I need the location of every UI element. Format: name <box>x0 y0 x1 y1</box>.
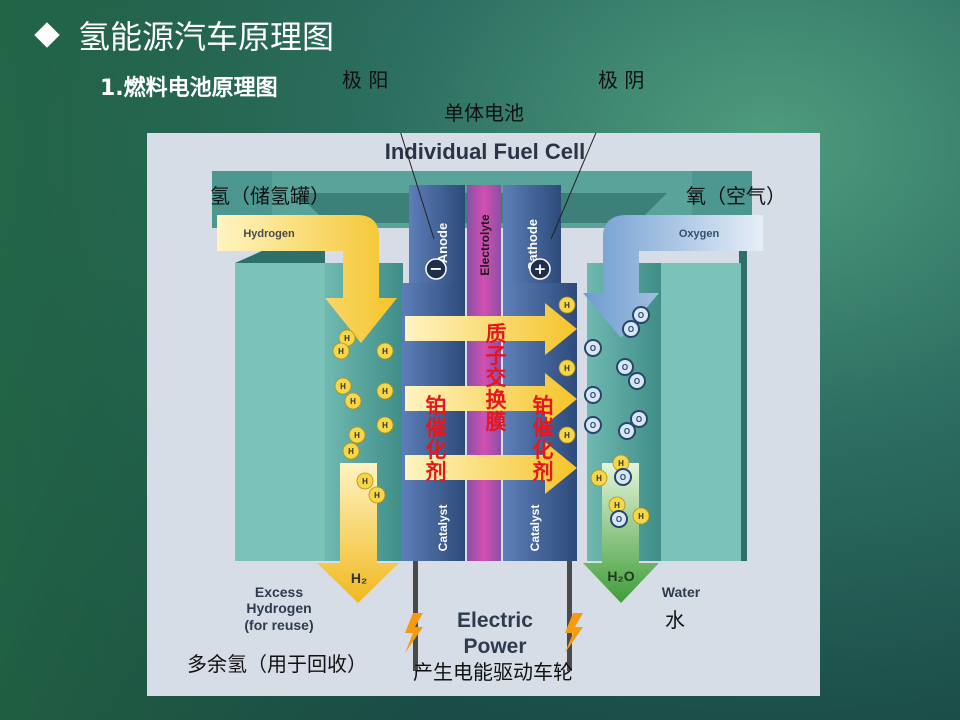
plus-sign: + <box>534 260 547 278</box>
diamond-bullet-icon <box>34 22 59 47</box>
label-oxygen-air-cn: 氧（空气） <box>686 180 786 209</box>
power-line-1: Electric <box>457 609 533 632</box>
left-block-face <box>235 263 325 561</box>
svg-text:O: O <box>622 363 628 372</box>
diagram-heading: Individual Fuel Cell <box>385 139 585 164</box>
svg-text:H: H <box>362 477 368 486</box>
svg-text:O: O <box>638 311 644 320</box>
label-hydrogen-tank-cn: 氢（储氢罐） <box>210 180 330 209</box>
slide-subtitle: 1.燃料电池原理图 <box>100 70 278 102</box>
svg-text:H: H <box>564 364 570 373</box>
right-block-face <box>657 263 741 561</box>
minus-sign: − <box>429 259 442 278</box>
h2o-label: H₂O <box>607 568 634 584</box>
svg-text:H: H <box>344 334 350 343</box>
slide-header: 氢能源汽车原理图 <box>38 12 334 58</box>
slide-title: 氢能源汽车原理图 <box>78 12 334 58</box>
label-water-cn: 水 <box>665 604 685 633</box>
svg-text:O: O <box>634 377 640 386</box>
svg-text:O: O <box>590 391 596 400</box>
svg-text:O: O <box>628 325 634 334</box>
label-excess-hydrogen-cn: 多余氢（用于回收） <box>187 648 367 677</box>
oxygen-label: Oxygen <box>679 228 720 240</box>
catalyst-right-text: Catalyst <box>528 505 542 552</box>
svg-text:H: H <box>382 387 388 396</box>
svg-text:H: H <box>564 431 570 440</box>
svg-text:H: H <box>338 347 344 356</box>
electrolyte-text: Electrolyte <box>478 214 492 276</box>
svg-text:H: H <box>374 491 380 500</box>
svg-text:H: H <box>354 431 360 440</box>
svg-text:O: O <box>590 421 596 430</box>
svg-text:H: H <box>382 421 388 430</box>
anode-text: Anode <box>435 223 450 263</box>
svg-text:H: H <box>638 512 644 521</box>
svg-text:O: O <box>636 415 642 424</box>
label-single-cell-cn: 单体电池 <box>444 97 524 126</box>
svg-text:H: H <box>614 501 620 510</box>
cathode-wire <box>567 561 572 671</box>
svg-text:O: O <box>616 515 622 524</box>
label-catalyst-left-cn: 铂催化剂 <box>424 395 448 483</box>
label-pem-cn: 质子交换膜 <box>484 323 508 433</box>
excess-line-2: Hydrogen <box>246 600 311 616</box>
svg-text:H: H <box>564 301 570 310</box>
label-cathode-cn: 极 阴 <box>598 64 644 93</box>
power-line-2: Power <box>463 635 526 658</box>
hydrogen-label: Hydrogen <box>243 228 295 240</box>
excess-line-1: Excess <box>255 584 303 600</box>
svg-text:O: O <box>624 427 630 436</box>
label-catalyst-right-cn: 铂催化剂 <box>531 395 555 483</box>
svg-text:O: O <box>620 473 626 482</box>
svg-text:H: H <box>618 459 624 468</box>
svg-text:H: H <box>348 447 354 456</box>
excess-line-3: (for reuse) <box>244 617 313 633</box>
svg-text:H: H <box>382 347 388 356</box>
water-label: Water <box>662 584 701 600</box>
svg-text:H: H <box>340 382 346 391</box>
svg-text:H: H <box>350 397 356 406</box>
label-anode-cn: 极 阳 <box>342 64 388 93</box>
svg-text:O: O <box>590 344 596 353</box>
label-power-cn: 产生电能驱动车轮 <box>413 656 573 685</box>
catalyst-left-text: Catalyst <box>436 505 450 552</box>
svg-text:H: H <box>596 474 602 483</box>
h2-label: H₂ <box>351 570 367 586</box>
